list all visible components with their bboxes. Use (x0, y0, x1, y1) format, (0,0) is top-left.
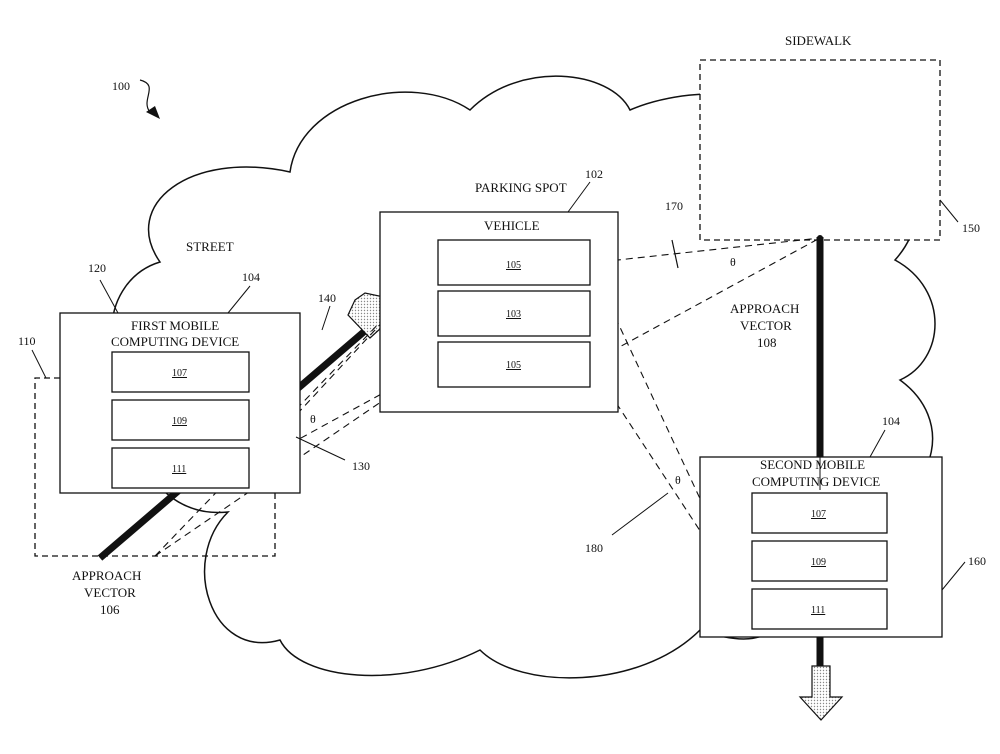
ref-130: 130 (352, 459, 370, 473)
vehicle-module-2 (437, 290, 591, 337)
second-device-title-1: SECOND MOBILE (760, 457, 865, 472)
ref-104-first: 104 (242, 270, 260, 284)
first-device-title-1: FIRST MOBILE (131, 318, 219, 333)
vehicle-module-1 (437, 239, 591, 286)
vehicle-module-2-label: 103 (506, 309, 521, 320)
figure-ref-arrow (139, 79, 151, 113)
theta-180: θ (675, 473, 681, 487)
vehicle-module-1-label: 105 (506, 260, 521, 271)
second-device-module-3 (751, 588, 888, 630)
ref-170: 170 (665, 199, 683, 213)
ref-180: 180 (585, 541, 603, 555)
region-110 (34, 377, 276, 557)
second-device-module-1 (751, 492, 888, 534)
second-device-title-2: COMPUTING DEVICE (752, 474, 880, 489)
vector-106-line3: 106 (100, 602, 120, 617)
street-label: STREET (186, 239, 234, 254)
second-device-module-3-label: 111 (811, 605, 825, 616)
ref-160: 160 (968, 554, 986, 568)
second-device-module-1-label: 107 (811, 509, 826, 520)
ref-120: 120 (88, 261, 106, 275)
vector-106-line1: APPROACH (72, 568, 141, 583)
figure-ref: 100 (112, 79, 130, 93)
first-device-module-1-label: 107 (172, 368, 187, 379)
sidewalk-region (699, 59, 941, 241)
second-device-module-2-label: 109 (811, 557, 826, 568)
theta-130: θ (310, 412, 316, 426)
vehicle-title: VEHICLE (484, 218, 540, 233)
ref-102: 102 (585, 167, 603, 181)
ref-150: 150 (962, 221, 980, 235)
first-device-module-3 (111, 447, 250, 489)
ref-110: 110 (18, 334, 36, 348)
parking-spot-label: PARKING SPOT (475, 180, 567, 195)
down-arrow (798, 665, 844, 721)
ref-104-second: 104 (882, 414, 900, 428)
vector-108-line3: 108 (757, 335, 777, 350)
first-device-module-3-label: 111 (172, 464, 186, 475)
vehicle-module-3-label: 105 (506, 360, 521, 371)
vehicle-module-3 (437, 341, 591, 388)
first-device-module-2 (111, 399, 250, 441)
ref-140: 140 (318, 291, 336, 305)
second-device-module-2 (751, 540, 888, 582)
vector-106-line2: VECTOR (84, 585, 136, 600)
first-device-title-2: COMPUTING DEVICE (111, 334, 239, 349)
theta-170: θ (730, 255, 736, 269)
first-device-module-2-label: 109 (172, 416, 187, 427)
vector-108-line2: VECTOR (740, 318, 792, 333)
vector-108-line1: APPROACH (730, 301, 799, 316)
first-device-module-1 (111, 351, 250, 393)
sidewalk-label: SIDEWALK (785, 33, 852, 48)
